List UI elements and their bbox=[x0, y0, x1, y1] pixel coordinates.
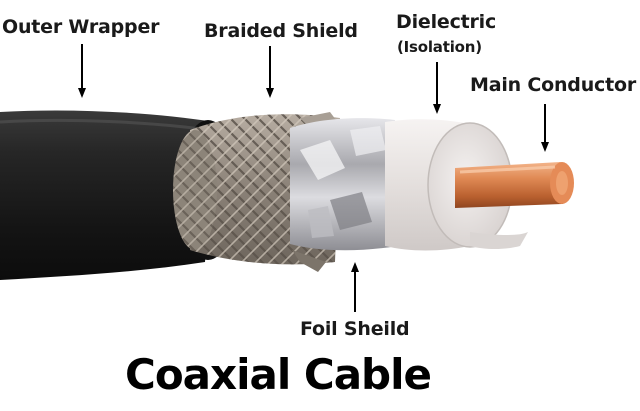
dielectric-label: Dielectric bbox=[396, 11, 497, 33]
diagram-title: Coaxial Cable bbox=[125, 350, 432, 399]
foil-shield-label: Foil Sheild bbox=[300, 318, 410, 340]
main-conductor-arrow bbox=[541, 104, 549, 152]
outer-wrapper-label: Outer Wrapper bbox=[2, 16, 160, 38]
braided-shield-arrow bbox=[266, 46, 274, 98]
main-conductor-shape bbox=[455, 162, 574, 208]
outer-wrapper-arrow bbox=[78, 44, 86, 98]
isolation-label: (Isolation) bbox=[397, 38, 482, 56]
foil-shield-shape bbox=[290, 118, 398, 251]
dielectric-arrow bbox=[433, 62, 441, 114]
foil-shield-arrow bbox=[351, 262, 359, 312]
braided-shield-label: Braided Shield bbox=[204, 20, 358, 42]
main-conductor-label: Main Conductor bbox=[470, 74, 637, 96]
